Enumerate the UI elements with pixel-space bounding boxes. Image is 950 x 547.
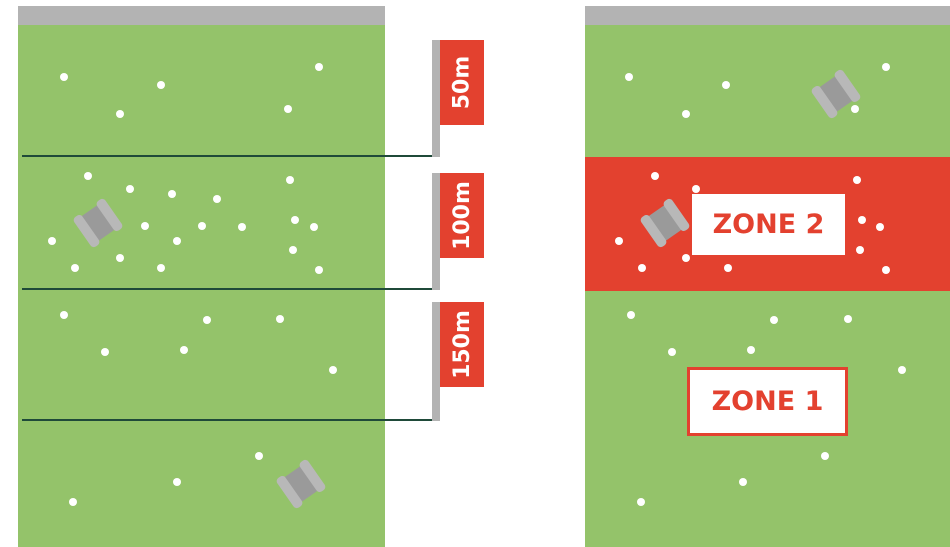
zone-2-label: ZONE 2	[692, 194, 845, 255]
marker-label-150m: 150m	[449, 310, 475, 379]
marker-flag-150m: 150m	[440, 302, 484, 387]
marker-flag-50m: 50m	[440, 40, 484, 125]
marker-flag-100m: 100m	[440, 173, 484, 258]
marker-post-100m	[432, 173, 440, 290]
zone-1-label: ZONE 1	[687, 367, 848, 436]
marker-label-100m: 100m	[449, 181, 475, 250]
left-lawn	[18, 25, 385, 547]
marker-post-50m	[432, 40, 440, 157]
distance-line-150m	[22, 419, 440, 421]
right-top-border	[585, 6, 950, 25]
marker-post-150m	[432, 302, 440, 421]
distance-line-100m	[22, 288, 440, 290]
distance-line-50m	[22, 155, 440, 157]
left-top-border	[18, 6, 385, 25]
marker-label-50m: 50m	[449, 55, 475, 110]
